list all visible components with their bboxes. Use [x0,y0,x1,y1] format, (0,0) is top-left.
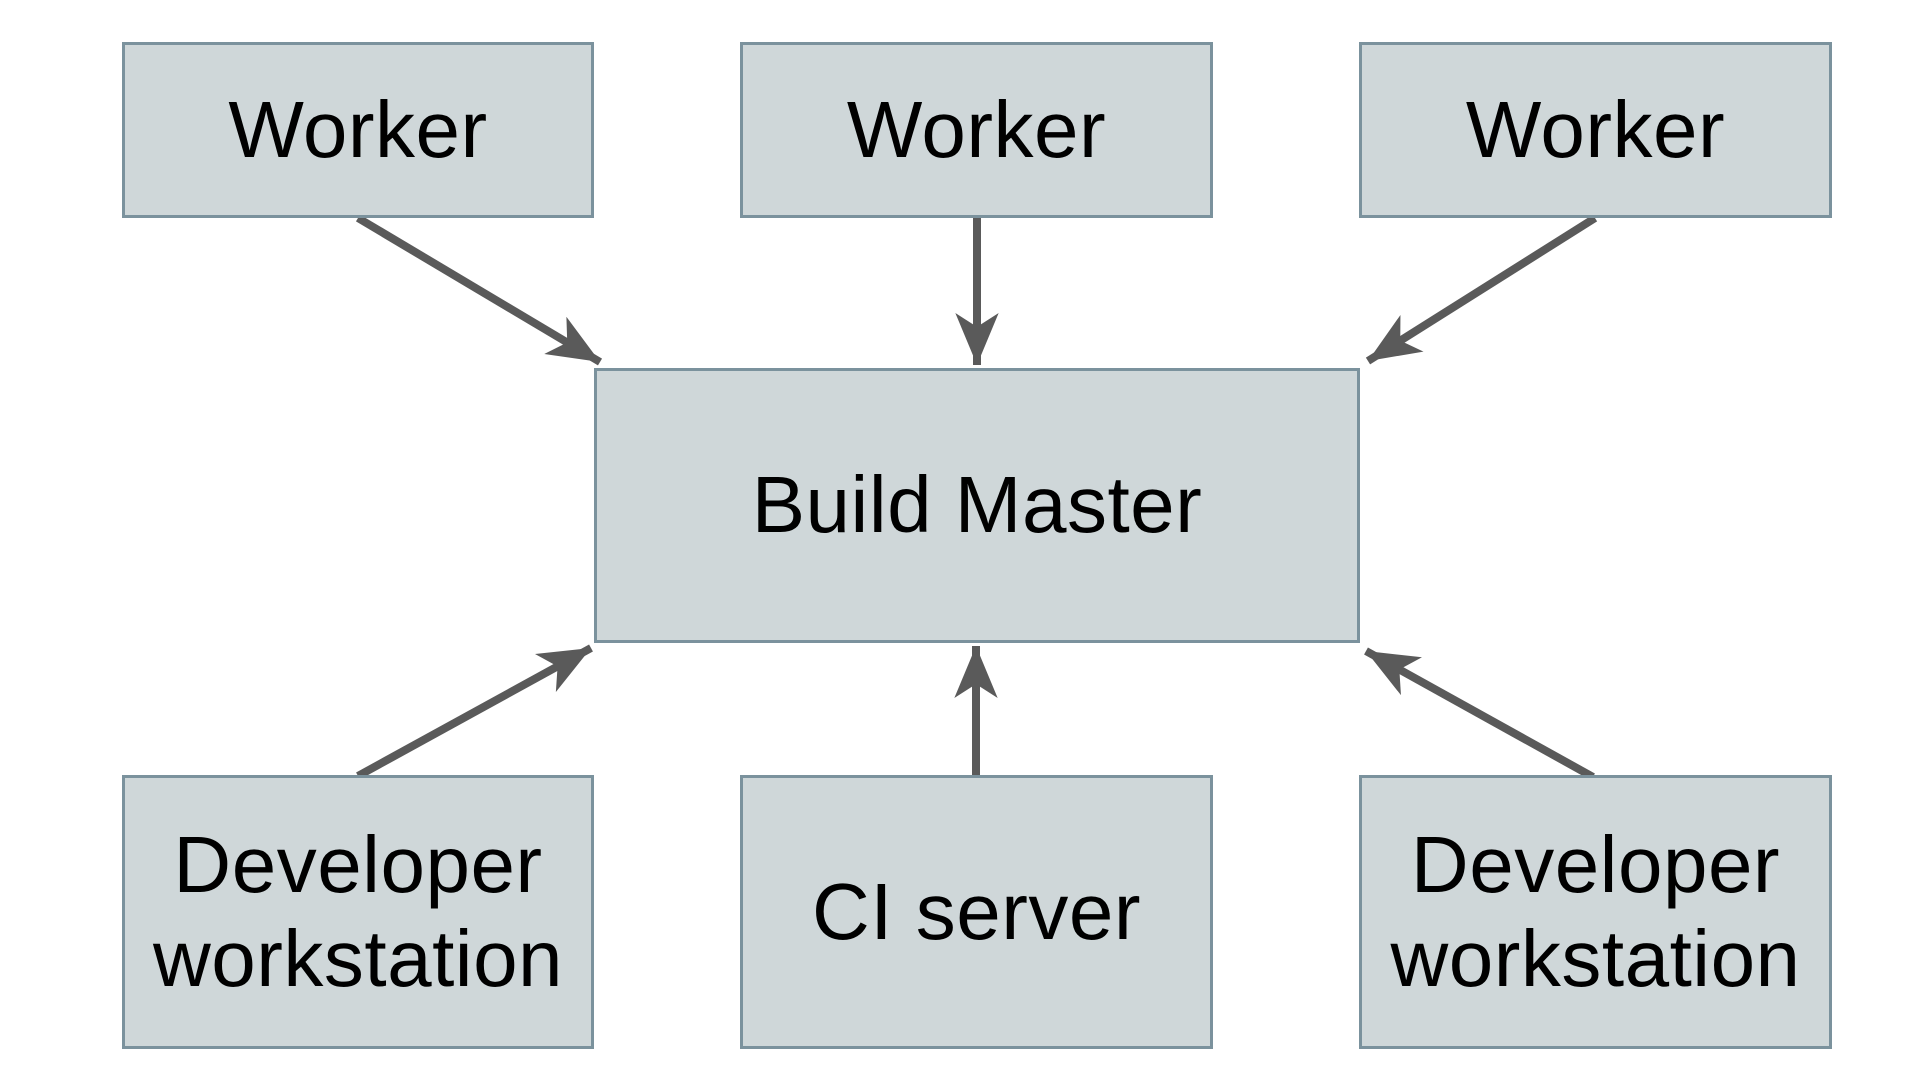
node-ci-server: CI server [740,775,1213,1049]
node-build-master: Build Master [594,368,1360,643]
node-dev-workstation-left: Developer workstation [122,775,594,1049]
node-label-worker-3: Worker [1465,84,1726,174]
node-dev-workstation-right: Developer workstation [1359,775,1832,1049]
node-worker-2: Worker [740,42,1213,218]
node-worker-3: Worker [1359,42,1832,218]
node-worker-1: Worker [122,42,594,218]
node-label-ci-server: CI server [812,866,1141,956]
edge-worker-1-to-build-master [355,214,603,366]
edge-worker-3-to-build-master [1365,214,1598,365]
node-label-build-master: Build Master [751,460,1203,550]
node-label-dev-workstation-left: Developer workstation [152,819,564,1003]
edge-dev-workstation-left-to-build-master [356,644,593,780]
edge-dev-workstation-right-to-build-master [1364,647,1595,781]
node-label-dev-workstation-right: Developer workstation [1390,819,1801,1003]
node-label-worker-2: Worker [846,84,1107,174]
node-label-worker-1: Worker [228,84,488,174]
